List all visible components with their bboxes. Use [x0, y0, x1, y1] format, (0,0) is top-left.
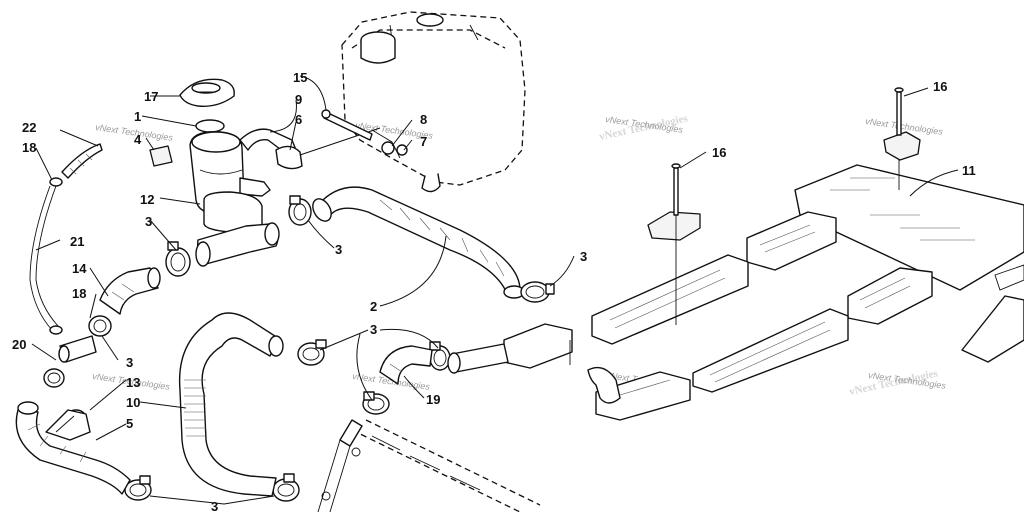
callout-18b: 18: [72, 286, 86, 301]
bracket-13: [45, 409, 91, 441]
surge-tank-assembly: [149, 78, 408, 267]
callout-3a: 3: [145, 214, 152, 229]
coolant-tank-icon: [341, 11, 526, 193]
callout-3c: 3: [335, 242, 342, 257]
callouts: 17 1 4 12 3 15 9 6 8 7 22 18 21 14 18 20…: [12, 70, 976, 512]
callout-10: 10: [126, 395, 140, 410]
hose-clamp-2: [288, 195, 312, 226]
callout-17: 17: [144, 89, 158, 104]
callout-18a: 18: [22, 140, 36, 155]
heat-exchanger-assembly: [503, 87, 1024, 421]
callout-16b: 16: [933, 79, 947, 94]
hose-clamp-3: [520, 281, 555, 303]
callout-3e: 3: [370, 322, 377, 337]
hose-clamp-4: [297, 339, 327, 366]
frame-rail: [317, 419, 541, 512]
hose-clamp-7: [124, 475, 152, 501]
hose-clamp-5: [429, 341, 451, 371]
callout-15: 15: [293, 70, 307, 85]
radiator-hose-2: [312, 186, 525, 299]
callout-6: 6: [295, 112, 302, 127]
hose-clamp-6: [362, 391, 390, 415]
callout-13: 13: [126, 375, 140, 390]
callout-14: 14: [72, 261, 87, 276]
callout-19: 19: [426, 392, 440, 407]
hose-5: [15, 401, 131, 495]
callout-20: 20: [12, 337, 26, 352]
callout-3f: 3: [211, 499, 218, 512]
radiator-cap-icon: [179, 78, 235, 107]
hose-clamp-10: [43, 368, 65, 388]
callout-1: 1: [134, 109, 141, 124]
hose-clamp-8: [272, 473, 300, 502]
fitting-20: [58, 335, 97, 363]
callout-5: 5: [126, 416, 133, 431]
callout-4: 4: [134, 132, 142, 147]
callout-3d: 3: [580, 249, 587, 264]
callout-8: 8: [420, 112, 427, 127]
callout-9: 9: [295, 92, 302, 107]
hose-clamp-icon: [165, 241, 191, 277]
hose-center: [447, 343, 509, 374]
callout-22: 22: [22, 120, 36, 135]
hose-10: [178, 312, 284, 497]
hose-19: [379, 345, 433, 385]
callout-7: 7: [420, 134, 427, 149]
callout-11: 11: [962, 163, 976, 178]
callout-12: 12: [140, 192, 154, 207]
overflow-tube-21: [29, 143, 103, 335]
leader-lines: [31, 75, 959, 505]
callout-2: 2: [370, 299, 377, 314]
callout-3b: 3: [126, 355, 133, 370]
hose-clamp-9: [88, 315, 112, 337]
callout-21: 21: [70, 234, 84, 249]
hose-14: [99, 267, 161, 315]
callout-16a: 16: [712, 145, 726, 160]
